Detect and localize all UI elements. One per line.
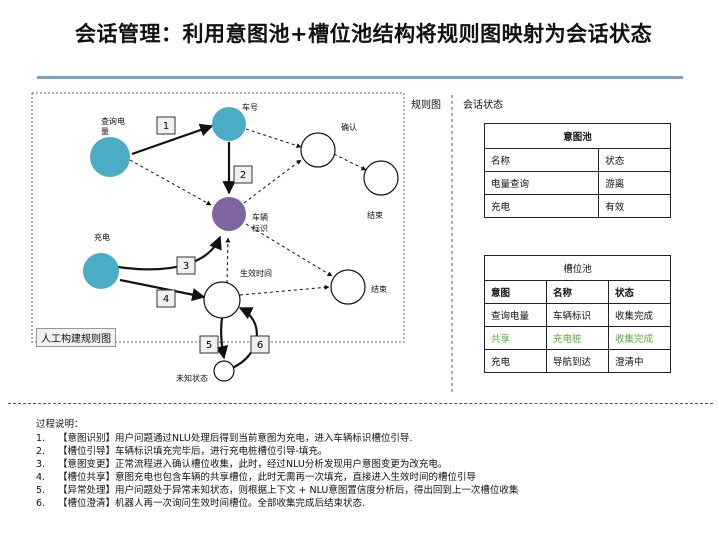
label-effective-time: 生效时间	[240, 269, 272, 278]
edge-confirm-end1	[333, 153, 367, 171]
slot-pool-cell: 查询电量	[484, 303, 547, 327]
slot-pool-cell: 充电桩	[546, 326, 609, 350]
label-vehicle-id: 车辆标识	[252, 213, 268, 233]
edge-effective-vehicle	[225, 237, 231, 284]
label-end2: 结束	[371, 285, 387, 294]
manual-build-label: 人工构建规则图	[36, 328, 116, 347]
slot-pool-cell: 澄清中	[608, 349, 671, 373]
node-car-number	[212, 107, 246, 141]
table-row: 充电 有效	[483, 194, 671, 218]
rule-graph-diagram: 1 2 3 4 5 6	[31, 92, 453, 395]
intent-pool-cell: 充电	[483, 194, 600, 218]
list-item: 3. 【意图变更】正常流程进入确认槽位收集，此时，经过NLU分析发现用户意图变更为…	[36, 458, 518, 471]
list-item: 6. 【槽位澄清】机器人再一次询问生效时间槽位。全部收集完成后结束状态.	[36, 497, 518, 510]
page-title: 会话管理：利用意图池+槽位池结构将规则图映射为会话状态	[75, 22, 653, 46]
note-text: 【槽位引导】车辆标识填充完毕后，进行充电桩槽位引导-填充。	[58, 446, 328, 457]
step-box-4	[156, 289, 176, 308]
list-item: 4. 【槽位共享】意图充电也包含车辆的共享槽位，此时无需再一次填充，直接进入生效时…	[36, 471, 518, 484]
intent-pool-cell: 名称	[483, 148, 600, 172]
node-effective-time	[203, 281, 241, 319]
note-text: 【槽位共享】意图充电也包含车辆的共享槽位，此时无需再一次填充，直接进入生效时间的…	[58, 472, 477, 483]
slot-pool-column: 状态	[608, 280, 671, 304]
step-5: 5	[206, 340, 212, 351]
label-confirm: 确认	[341, 123, 357, 132]
intent-pool-cell: 状态	[598, 148, 671, 172]
edge-effective-end2	[239, 284, 330, 296]
slot-pool-header: 槽位池	[484, 255, 671, 281]
intent-pool-header: 意图池	[484, 123, 671, 149]
step-box-1	[156, 116, 176, 135]
slot-pool-table: 槽位池 意图 名称 状态 查询电量 车辆标识 收集完成 共享 充电桩 收集完成 …	[484, 255, 671, 373]
label-end1: 结束	[367, 211, 383, 220]
note-number: 4.	[36, 472, 46, 483]
slot-pool-cell: 收集完成	[608, 326, 671, 350]
edge-car-confirm	[245, 128, 302, 148]
slot-pool-cell: 充电	[484, 349, 547, 373]
edge-3	[117, 235, 222, 271]
note-text: 【异常处理】用户问题处于异常未知状态，则根据上下文 + NLU意图置信度分析后，…	[58, 485, 519, 496]
edge-5	[215, 317, 229, 360]
table-row: 电量查询 游离	[483, 171, 671, 195]
note-number: 2.	[36, 446, 46, 457]
edge-vehicle-end2	[245, 223, 333, 277]
intent-pool-cell: 游离	[598, 171, 671, 195]
intent-pool-cell: 电量查询	[483, 171, 600, 195]
note-text: 【槽位澄清】机器人再一次询问生效时间槽位。全部收集完成后结束状态.	[58, 498, 366, 509]
node-charge	[83, 253, 119, 289]
slot-pool-cell: 共享	[484, 326, 547, 350]
intent-pool-cell: 有效	[598, 194, 671, 218]
edge-1	[131, 123, 214, 156]
node-end1	[363, 160, 399, 196]
label-query-battery: 查询电量	[101, 117, 125, 136]
note-text: 【意图识别】用户问题通过NLU处理后得到当前意图为充电，进入车辆标识槽位引导.	[58, 433, 413, 444]
label-unknown-state: 未知状态	[176, 374, 208, 383]
slot-pool-column: 名称	[546, 280, 609, 304]
note-number: 5.	[36, 485, 46, 496]
slot-pool-cell: 收集完成	[608, 303, 671, 327]
step-3: 3	[183, 261, 189, 272]
list-item: 2. 【槽位引导】车辆标识填充完毕后，进行充电桩槽位引导-填充。	[36, 445, 518, 458]
notes-title: 过程说明：	[36, 419, 84, 430]
list-item: 1. 【意图识别】用户问题通过NLU处理后得到当前意图为充电，进入车辆标识槽位引导…	[36, 432, 518, 445]
table-row: 名称 状态	[483, 148, 671, 172]
label-car-number: 车号	[242, 103, 258, 112]
table-row: 查询电量 车辆标识 收集完成	[484, 303, 671, 327]
node-end2	[330, 269, 366, 305]
note-number: 3.	[36, 459, 46, 470]
edge-vehicle-confirm	[243, 159, 302, 204]
step-box-2	[233, 165, 253, 184]
step-4: 4	[163, 294, 169, 305]
step-box-6	[250, 335, 270, 354]
step-6: 6	[257, 340, 263, 351]
process-notes: 过程说明： 1. 【意图识别】用户问题通过NLU处理后得到当前意图为充电，进入车辆…	[36, 418, 518, 510]
note-number: 6.	[36, 498, 46, 509]
table-row: 意图 名称 状态	[484, 280, 671, 304]
slot-pool-cell: 车辆标识	[546, 303, 609, 327]
node-query-battery	[90, 137, 130, 177]
step-box-5	[199, 335, 219, 354]
slot-pool-cell: 导航到达	[546, 349, 609, 373]
note-number: 1.	[36, 433, 46, 444]
step-2: 2	[240, 170, 246, 181]
table-row: 共享 充电桩 收集完成	[484, 326, 671, 350]
label-charge: 充电	[94, 233, 110, 242]
node-confirm	[300, 132, 336, 168]
edge-4	[119, 278, 206, 302]
section-divider	[8, 403, 713, 404]
title-underline	[37, 76, 683, 79]
node-vehicle-id	[212, 197, 246, 231]
rule-graph-frame	[31, 92, 405, 343]
edge-query-vehicle	[129, 159, 212, 206]
step-1: 1	[163, 121, 169, 132]
note-text: 【意图变更】正常流程进入确认槽位收集，此时，经过NLU分析发现用户意图变更为改充…	[58, 459, 448, 470]
slot-pool-column: 意图	[484, 280, 547, 304]
label-session-state: 会话状态	[463, 100, 503, 111]
step-box-3	[176, 256, 196, 275]
label-rule-graph: 规则图	[411, 100, 441, 111]
intent-pool-table: 意图池 名称 状态 电量查询 游离 充电 有效	[483, 123, 671, 218]
table-row: 充电 导航到达 澄清中	[484, 349, 671, 373]
node-unknown-state	[213, 360, 235, 382]
list-item: 5. 【异常处理】用户问题处于异常未知状态，则根据上下文 + NLU意图置信度分析…	[36, 484, 518, 497]
